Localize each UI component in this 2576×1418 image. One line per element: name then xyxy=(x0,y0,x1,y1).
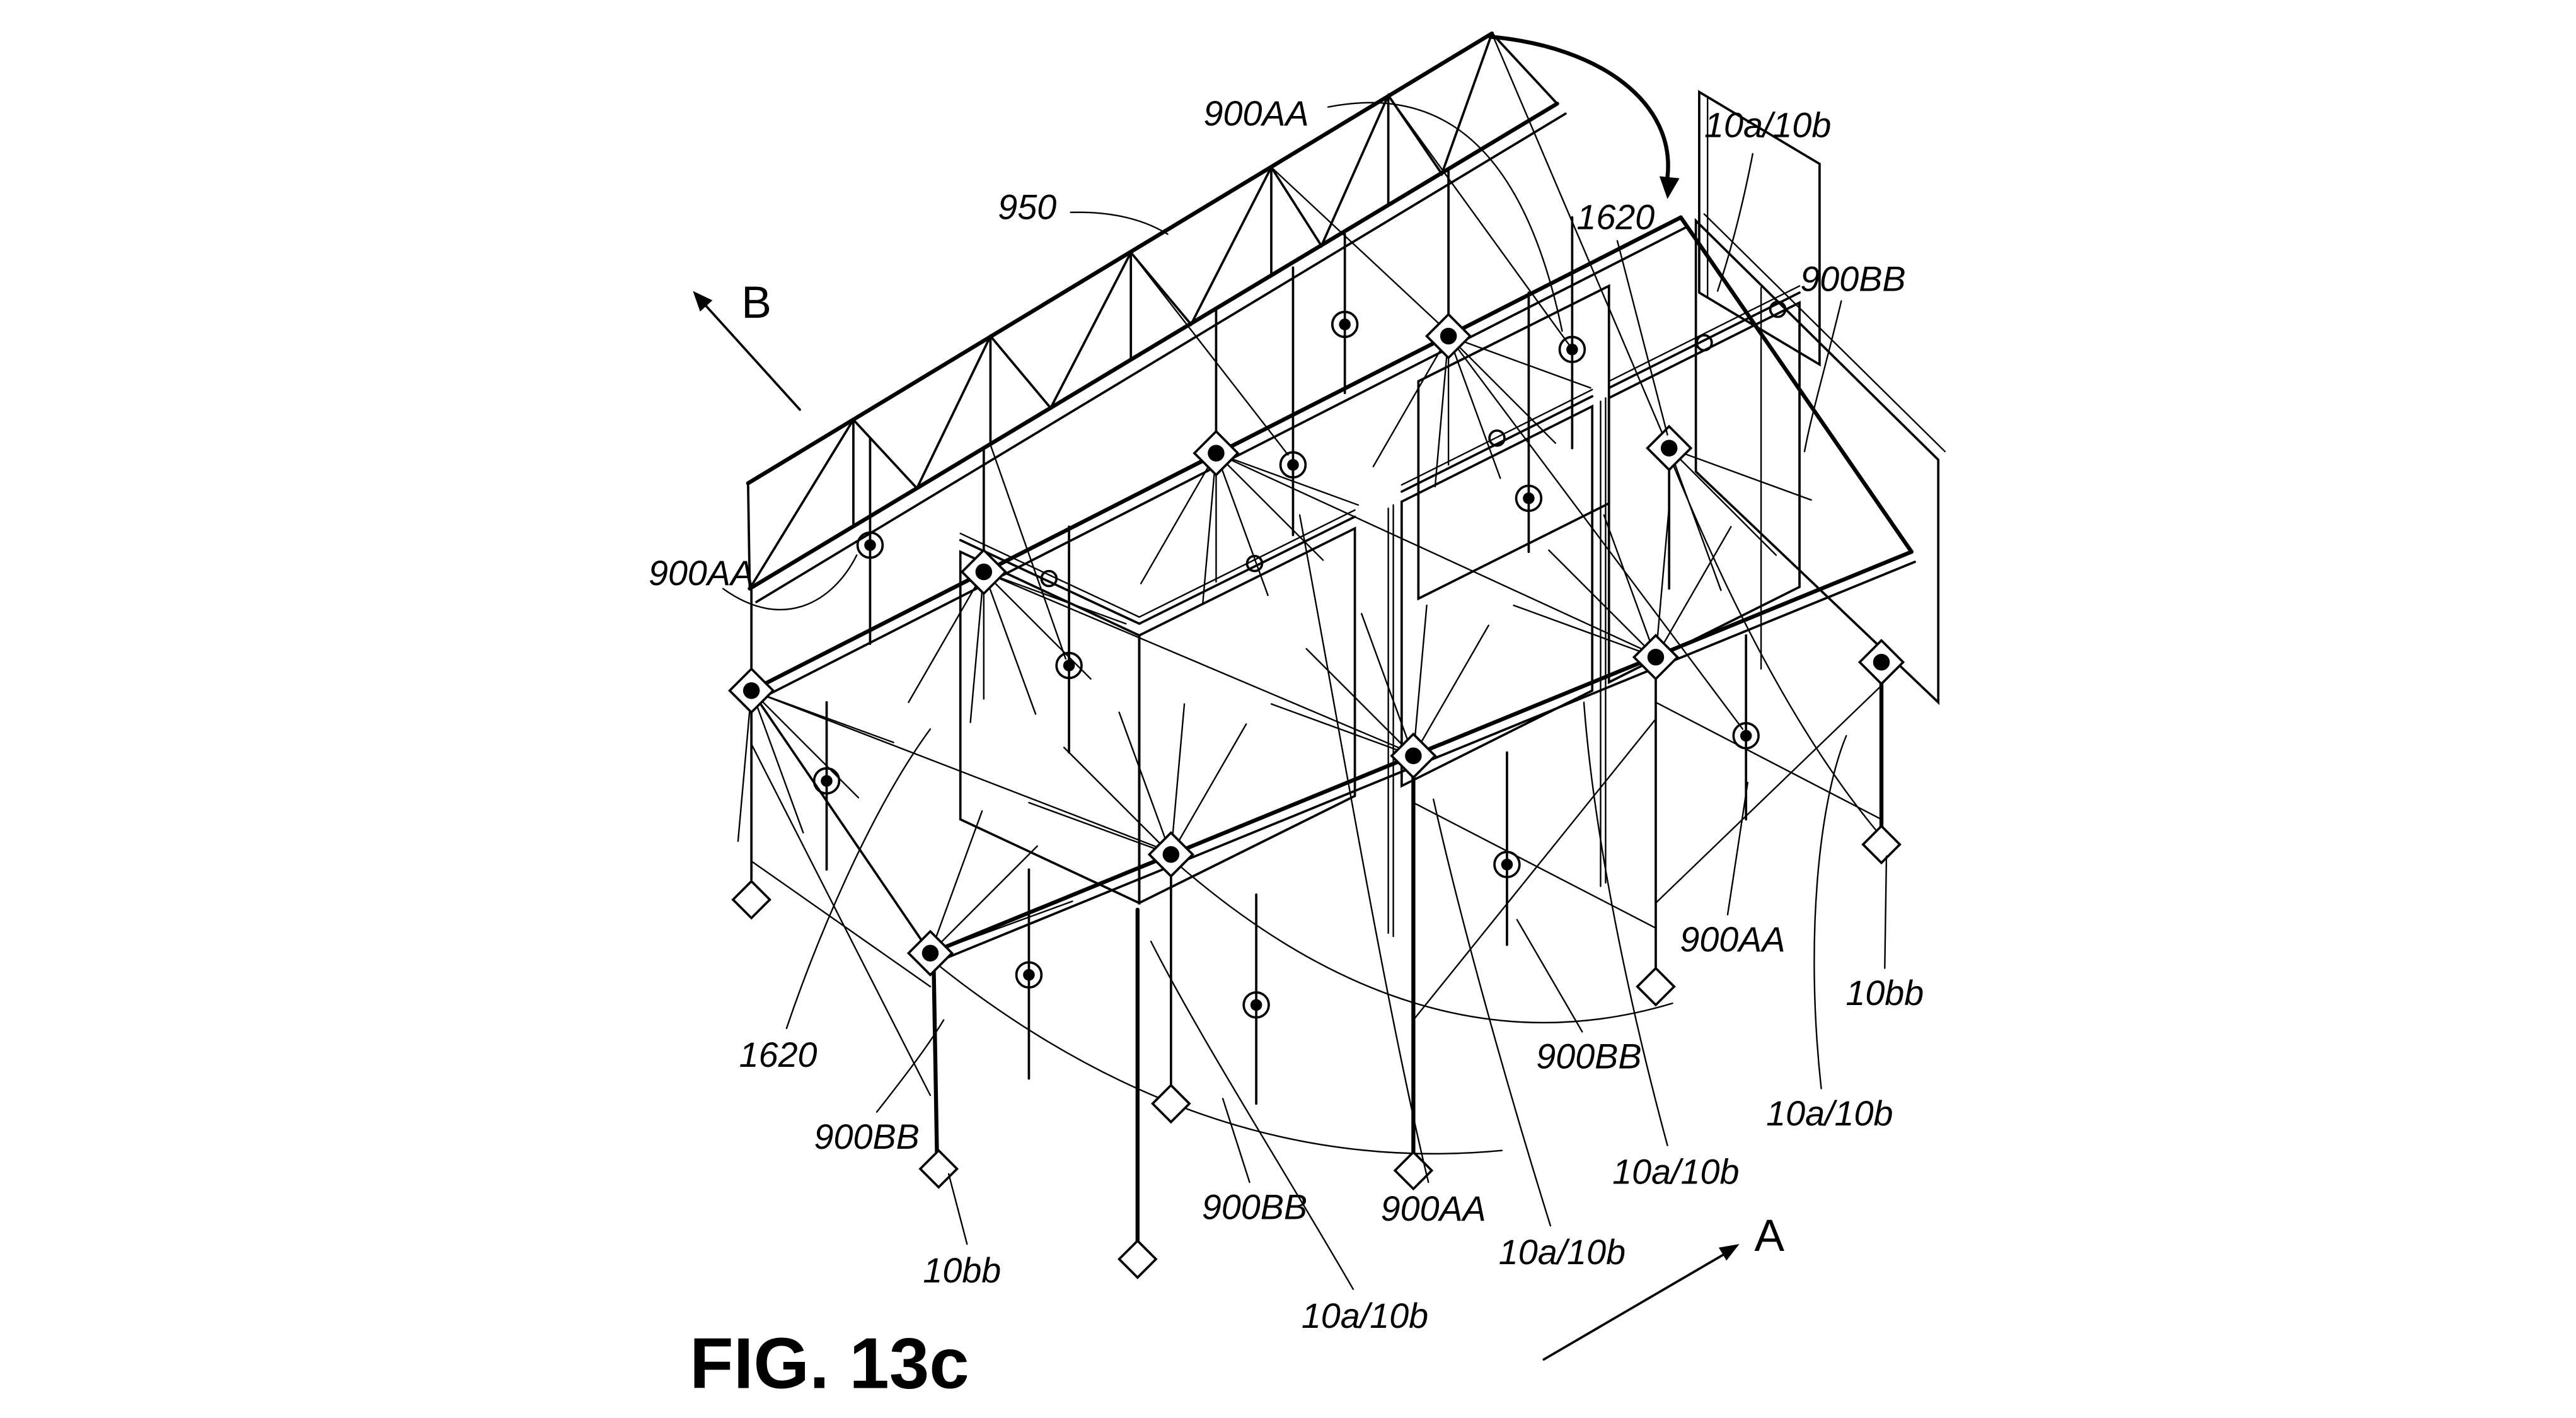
foot-pad xyxy=(1861,825,1902,864)
direction-arrow-b xyxy=(693,291,801,411)
leader-900AA-bottom-center xyxy=(1298,514,1430,1183)
leader-1620-top xyxy=(1616,240,1668,436)
panel-4 xyxy=(1600,285,1801,887)
foot-pad xyxy=(732,880,771,919)
ref-label-1620-top: 1620 xyxy=(1576,197,1655,236)
panel-end-wall xyxy=(1694,213,1946,706)
reference-labels: 950 900AA 10a/10b 1620 900BB B 900AA 162… xyxy=(649,94,1924,1335)
foot-pad xyxy=(1118,1240,1157,1279)
view-letter-b: B xyxy=(741,277,771,328)
ref-label-900AA-bc: 900AA xyxy=(1381,1189,1486,1228)
ref-label-900BB-right: 900BB xyxy=(1536,1037,1641,1076)
ref-label-1620-bl: 1620 xyxy=(739,1035,817,1074)
leader-950 xyxy=(1070,211,1169,235)
foot-pad xyxy=(1636,967,1675,1006)
leader-900BB-right xyxy=(1516,919,1583,1033)
fan-front-3 xyxy=(1513,506,1732,658)
ref-label-900BB-bl: 900BB xyxy=(814,1117,920,1156)
fan-front-corner xyxy=(929,810,1073,954)
fan-end xyxy=(1668,447,1812,591)
fan-front-1 xyxy=(1028,703,1247,856)
ref-label-900BB-top: 900BB xyxy=(1800,259,1905,298)
leader-900AA-left xyxy=(722,554,858,611)
leader-900BB-bottom-left xyxy=(875,1019,945,1113)
leader-10a10b-top xyxy=(1716,153,1753,292)
fan-back-corner xyxy=(737,690,894,842)
ref-label-10a10b-top: 10a/10b xyxy=(1704,105,1831,144)
leader-900AA-top xyxy=(1327,102,1563,332)
panel-back-right xyxy=(1698,90,1821,367)
leader-10bb-bottom-left xyxy=(947,1173,968,1245)
collar-posts xyxy=(812,216,1760,1105)
support-posts xyxy=(750,453,1884,1243)
leader-lines xyxy=(722,102,1888,1290)
leader-10bb-right xyxy=(1884,855,1888,969)
ref-label-10a10b-mr: 10a/10b xyxy=(1612,1153,1739,1192)
ref-label-10a10b-cr: 10a/10b xyxy=(1499,1233,1626,1272)
formwork-panels xyxy=(959,90,1946,938)
leader-10a10b-center-right xyxy=(1433,798,1552,1227)
panel-3 xyxy=(1387,388,1594,938)
ref-label-950: 950 xyxy=(998,187,1056,226)
brace-cables xyxy=(750,32,1883,1155)
view-letter-a: A xyxy=(1754,1211,1784,1261)
leader-900AA-right xyxy=(1726,781,1749,915)
arrows xyxy=(693,35,1740,1361)
fan-front-2 xyxy=(1270,604,1489,757)
leader-10a10b-far-right xyxy=(1813,735,1847,1090)
ref-label-10a10b-bottom: 10a/10b xyxy=(1302,1296,1428,1335)
base-plates xyxy=(728,313,1905,977)
ref-label-10bb-right: 10bb xyxy=(1845,973,1924,1013)
direction-arrow-a xyxy=(1542,1244,1740,1361)
base-plate xyxy=(1858,639,1905,685)
fan-back-3 xyxy=(1372,335,1591,487)
ref-label-10a10b-fr: 10a/10b xyxy=(1766,1094,1893,1133)
leader-10a10b-mid-right xyxy=(1583,701,1668,1146)
foot-pad xyxy=(919,1149,959,1188)
fan-back-1 xyxy=(908,571,1127,723)
leader-1620-bottom-left xyxy=(785,728,932,1030)
ref-label-900AA-top: 900AA xyxy=(1204,94,1309,133)
figure-caption: FIG. 13c xyxy=(690,1323,969,1403)
leader-10a10b-bottom xyxy=(1150,940,1354,1290)
ref-label-10bb-bl: 10bb xyxy=(923,1251,1001,1290)
truss-wall xyxy=(746,31,1567,689)
rotation-arrow xyxy=(1488,35,1680,199)
ref-label-900BB-bc: 900BB xyxy=(1202,1187,1307,1226)
ref-label-900AA-left: 900AA xyxy=(649,554,754,593)
foot-pad xyxy=(1151,1084,1191,1124)
leader-900BB-top xyxy=(1803,300,1842,453)
panel-l-assembly xyxy=(959,509,1356,905)
leader-900BB-bottom-center xyxy=(1222,1098,1250,1183)
ref-label-900AA-right: 900AA xyxy=(1680,920,1785,959)
